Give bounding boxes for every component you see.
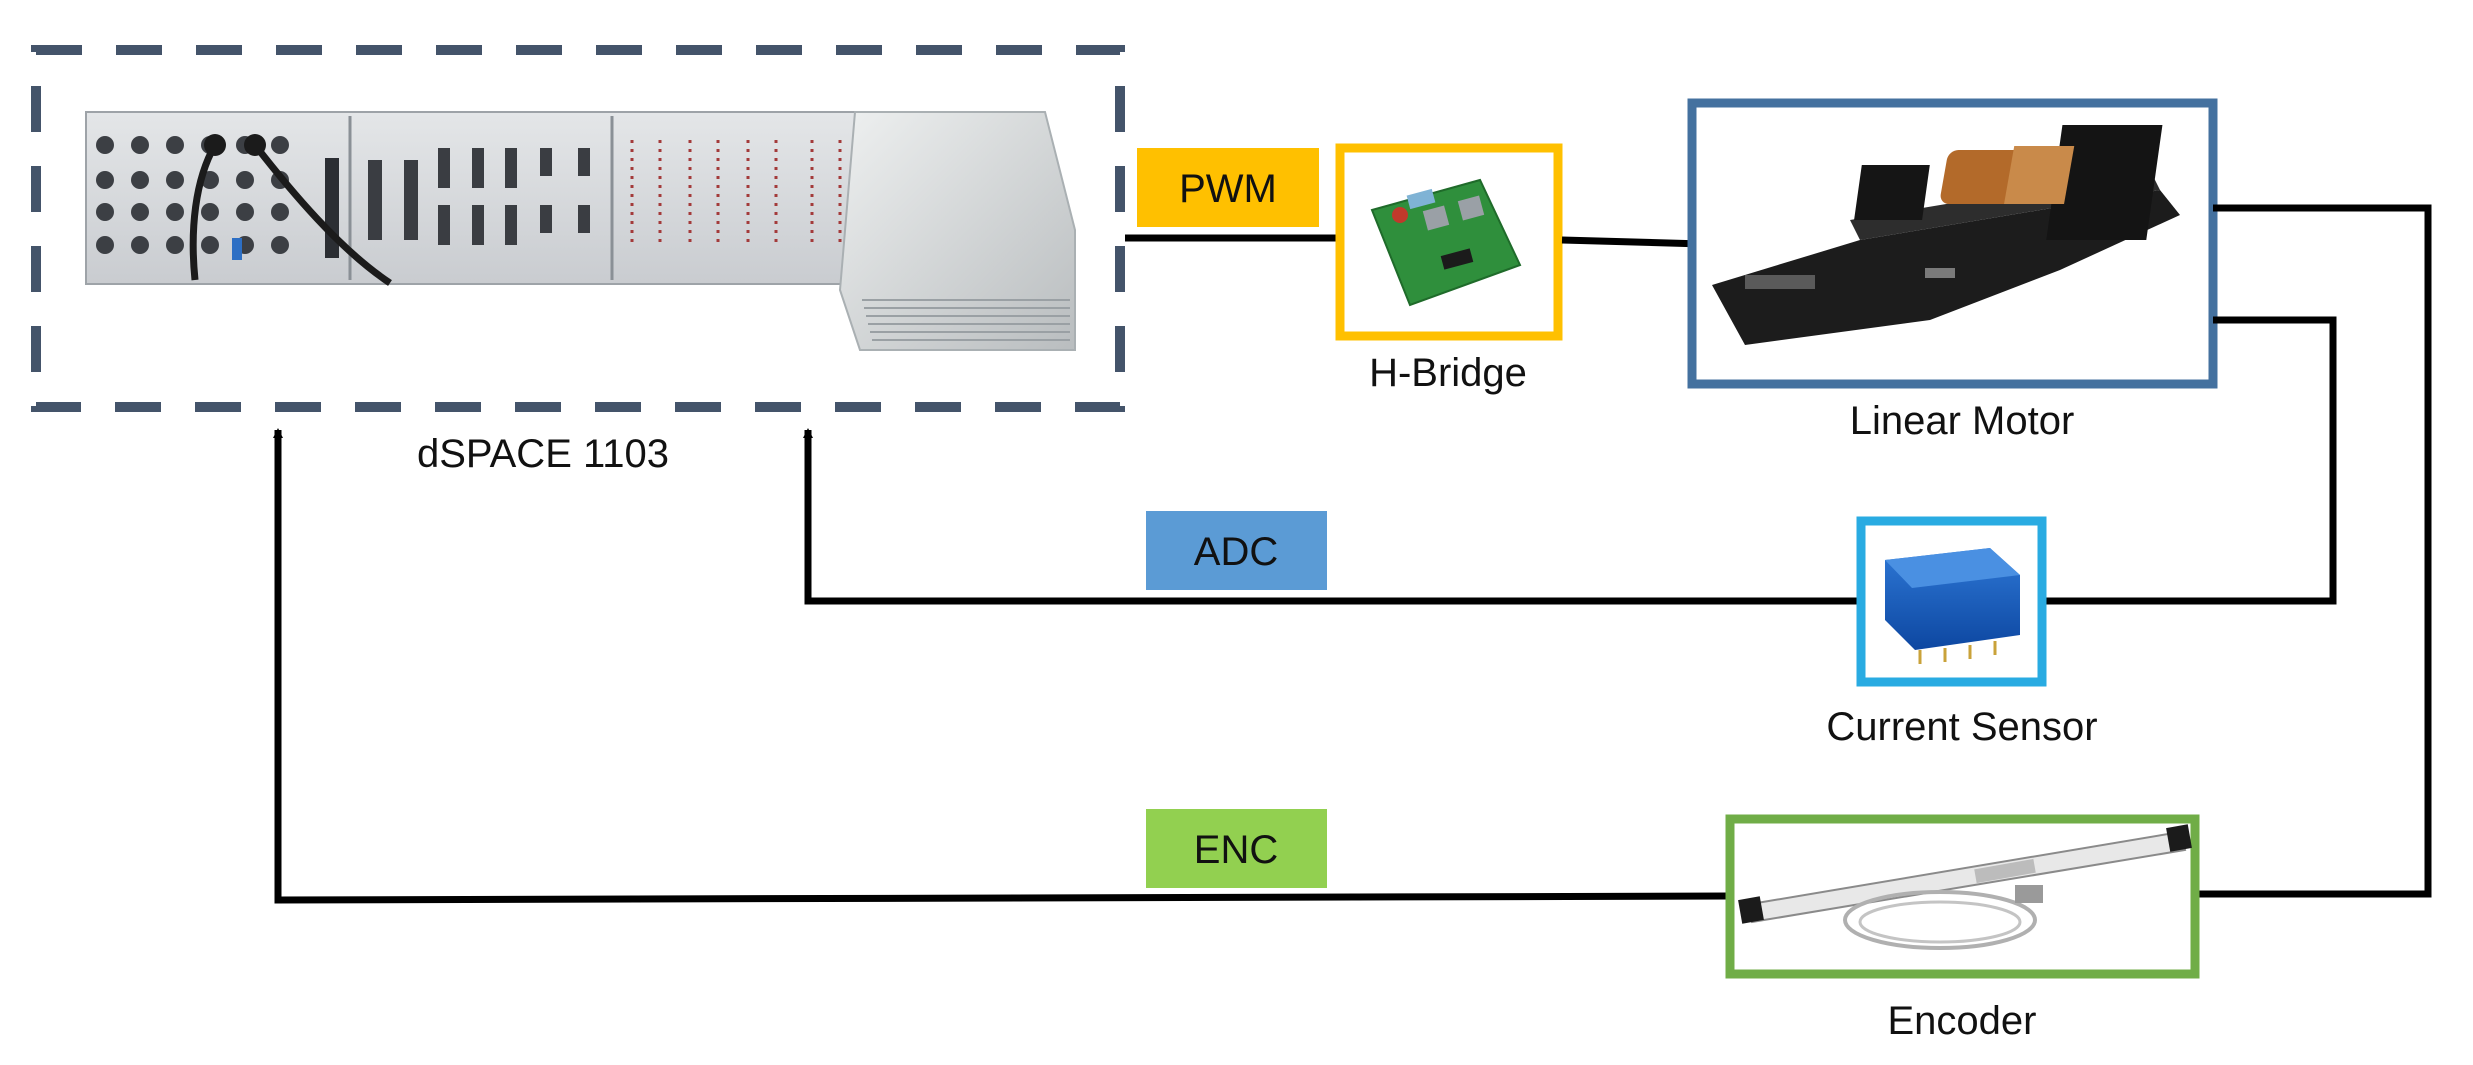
linear-motor-block: Linear Motor [1687,98,2218,443]
h-bridge-board-icon [1370,178,1522,307]
linear-motor-label: Linear Motor [1850,399,2075,443]
enc-signal: ENC [273,428,1731,904]
hbridge-to-motor-arrow [1561,236,1705,249]
motor-to-encoder-wire [2195,204,2432,898]
h-bridge-block: H-Bridge [1335,143,1563,395]
dspace-device-icon [85,111,1076,351]
h-bridge-label: H-Bridge [1369,351,1527,395]
enc-tag-text: ENC [1194,828,1278,872]
motor-to-sensor-wire [2042,316,2337,605]
encoder-icon [1738,824,2192,950]
adc-tag-text: ADC [1194,530,1278,574]
pwm-tag [1137,148,1319,227]
adc-signal: ADC [803,428,1860,605]
adc-tag [1146,511,1327,590]
encoder-block: Encoder [1725,814,2200,1043]
pwm-tag-text: PWM [1179,167,1277,211]
dspace-1103-block: dSPACE 1103 [31,45,1125,476]
dspace-label: dSPACE 1103 [417,432,669,476]
current-sensor-icon [1885,548,2020,664]
encoder-label: Encoder [1888,999,2037,1043]
enc-tag [1146,809,1327,888]
enc-feedback-wire [273,428,1731,904]
adc-feedback-wire [803,428,1860,605]
pwm-signal: PWM [1125,148,1348,243]
linear-motor-icon [1712,125,2180,345]
current-sensor-label: Current Sensor [1826,705,2097,749]
current-sensor-block: Current Sensor [1826,516,2098,749]
